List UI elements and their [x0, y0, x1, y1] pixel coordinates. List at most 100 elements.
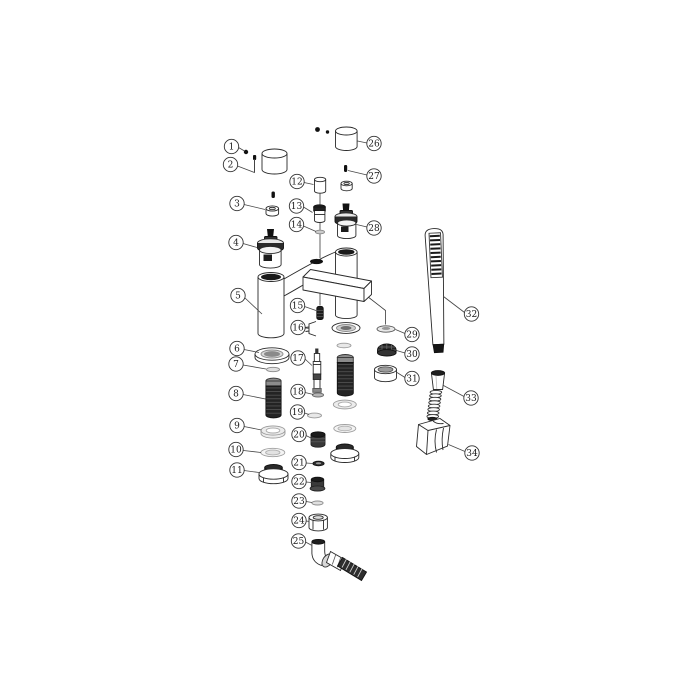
callout-circle-19	[289, 404, 306, 420]
cartridge-left-part	[257, 229, 284, 269]
callout-circle-18	[290, 383, 306, 400]
leader-line-4	[242, 243, 258, 248]
leader-line-2	[237, 159, 255, 174]
left-inlet-stack	[254, 347, 290, 485]
callout-circle-5	[230, 287, 246, 304]
right-backnut	[330, 443, 360, 463]
right-o-ring	[336, 342, 352, 349]
callout-circle-20	[291, 426, 307, 443]
callout-20-outlet-cap: 20	[291, 426, 312, 443]
callout-number-19: 19	[292, 408, 304, 418]
callout-19-seal-washer: 19	[289, 404, 310, 420]
leader-line-27	[347, 170, 368, 176]
callout-8-inlet-shank: 8	[228, 385, 266, 402]
leader-line-15	[304, 306, 317, 311]
callout-4-cartridge-left: 4	[228, 234, 258, 251]
callout-circle-11	[229, 462, 245, 478]
diverter-column	[313, 176, 327, 235]
callout-17-diverter-rod: 17	[290, 350, 313, 366]
spout	[302, 269, 372, 302]
callout-circle-2	[222, 156, 239, 173]
callout-34-wall-bracket: 34	[448, 444, 480, 461]
callout-16-retaining-clip: 16	[290, 319, 310, 336]
callout-number-28: 28	[368, 224, 380, 234]
leader-line-34	[448, 444, 466, 452]
pin-dot-right	[325, 130, 330, 134]
callout-31-aerator-housing: 31	[396, 370, 420, 387]
callout-circle-8	[228, 385, 244, 402]
leader-line-18	[304, 392, 314, 395]
callout-2-handle-pin: 2	[222, 156, 255, 174]
callout-circle-32	[463, 306, 480, 322]
grub-screw-dot	[243, 149, 249, 155]
washer-thick-part	[260, 425, 286, 439]
callout-number-22: 22	[293, 478, 304, 488]
callout-circle-12	[289, 173, 305, 190]
callout-number-18: 18	[292, 388, 304, 398]
callout-14-diverter-o-ring: 14	[288, 216, 317, 233]
leader-line-25	[305, 541, 313, 546]
callout-number-4: 4	[233, 239, 239, 249]
callout-7-o-ring-small: 7	[228, 356, 267, 372]
spout-grub-screw-part	[316, 306, 324, 320]
right-inlet-shank	[336, 354, 354, 397]
leader-line-11	[243, 470, 260, 473]
callout-number-24: 24	[293, 517, 305, 527]
callout-circle-24	[291, 512, 307, 529]
right-washer-thin	[333, 424, 357, 433]
aerator-insert-part	[377, 343, 397, 357]
leader-line-3	[243, 204, 266, 210]
leader-line-19	[304, 412, 310, 415]
spout-end-washer-part	[376, 325, 396, 333]
callout-circle-4	[228, 234, 244, 251]
leader-line-13	[303, 206, 313, 213]
callout-22-outlet-insert: 22	[291, 473, 312, 490]
seal-washer-part	[307, 412, 322, 419]
centre-lower-column	[305, 306, 368, 582]
callout-circle-9	[229, 417, 245, 434]
callout-number-31: 31	[406, 375, 417, 385]
callout-circle-27	[366, 168, 382, 184]
washer-thin-part	[260, 447, 286, 458]
callout-circle-23	[291, 493, 307, 509]
leader-line-17	[304, 358, 313, 366]
callout-number-15: 15	[292, 302, 304, 312]
gland-nut-left-part	[265, 205, 280, 217]
leader-line-30	[396, 350, 406, 354]
retaining-clip-part	[305, 321, 317, 337]
callout-6-base-flange: 6	[229, 340, 260, 357]
callout-number-33: 33	[465, 394, 477, 404]
callout-circle-26	[366, 135, 382, 152]
callout-number-2: 2	[228, 161, 234, 171]
callout-number-12: 12	[291, 178, 302, 188]
diverter-port	[310, 258, 323, 265]
handle-cap-right-part	[335, 126, 358, 151]
spout-end-column	[374, 325, 397, 383]
leader-line-16	[304, 327, 310, 329]
leader-line-1	[238, 147, 245, 152]
callout-circle-31	[404, 370, 420, 387]
leader-line-26	[357, 140, 368, 144]
hose-elbow-part	[311, 538, 368, 582]
o-ring-small-part	[266, 366, 280, 373]
leader-line-23	[305, 501, 313, 503]
backnut-part	[258, 464, 289, 485]
callout-number-32: 32	[466, 310, 477, 320]
callout-layer: 1234567891011121314151617181920212223242…	[222, 135, 480, 549]
callout-number-9: 9	[234, 422, 240, 432]
callout-number-21: 21	[293, 459, 304, 469]
leader-line-9	[243, 426, 262, 431]
callout-23-outlet-washer: 23	[291, 493, 313, 509]
callout-number-7: 7	[233, 360, 239, 370]
callout-24-hose-nut: 24	[291, 512, 310, 529]
outlet-insert-part	[309, 476, 326, 492]
outlet-cap-part	[310, 431, 326, 448]
callout-9-washer-thick: 9	[229, 417, 262, 434]
callout-number-3: 3	[234, 200, 240, 210]
callout-circle-28	[366, 220, 382, 236]
callout-number-23: 23	[293, 497, 305, 507]
right-base-flange	[331, 322, 361, 334]
callout-18-rod-o-ring: 18	[290, 383, 314, 400]
diverter-rod-part	[312, 348, 322, 393]
